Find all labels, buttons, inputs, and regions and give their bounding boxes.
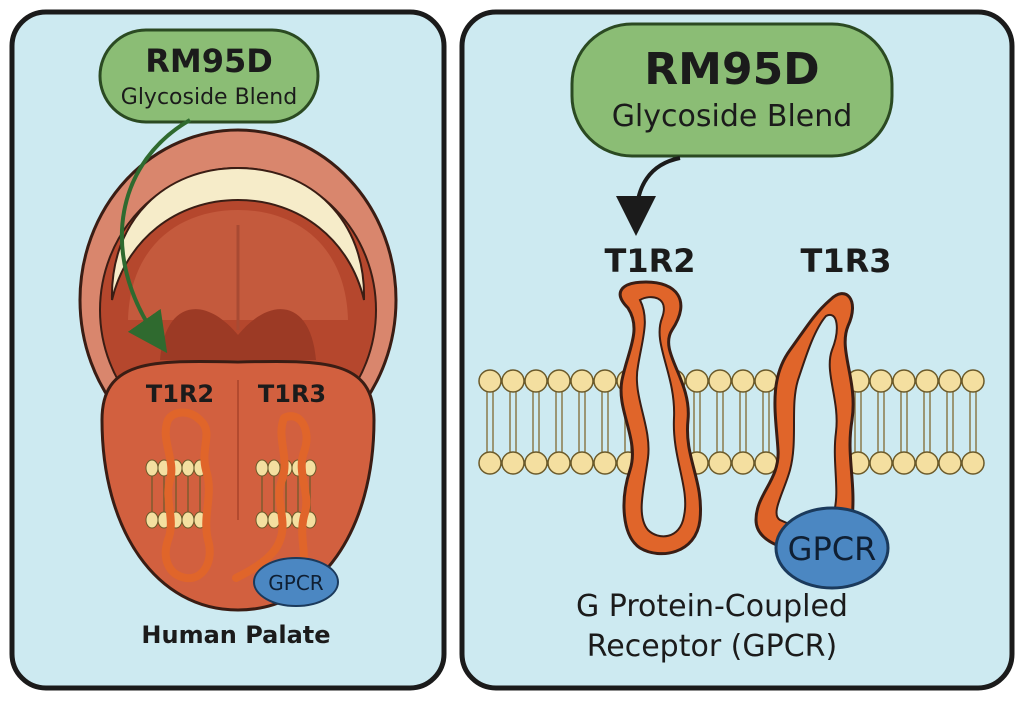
- left-t1r3-label: T1R3: [258, 380, 326, 408]
- lipid-head: [181, 459, 195, 477]
- right-caption-line1: G Protein-Coupled: [576, 589, 848, 624]
- lipid-head: [938, 369, 962, 393]
- right-t1r2-label: T1R2: [605, 242, 696, 280]
- right-caption-line2: Receptor (GPCR): [587, 629, 837, 664]
- lipid-head: [524, 369, 548, 393]
- throat-arch: [160, 309, 316, 360]
- left-label-box: [98, 28, 320, 124]
- lipid-head: [501, 451, 525, 475]
- lipid-head: [547, 369, 571, 393]
- lipid-head: [915, 451, 939, 475]
- right-gpcr: [774, 506, 890, 590]
- right-label-box: [570, 22, 894, 158]
- right-panel: GPCR T1R2 T1R3 RM95D Glycoside Blend G P…: [459, 9, 1015, 691]
- lipid-head: [869, 451, 893, 475]
- left-membranes: [145, 459, 317, 529]
- right-box-title: RM95D: [644, 44, 819, 95]
- lipid-head: [961, 369, 985, 393]
- right-arrow: [616, 156, 681, 236]
- lipid-head: [570, 451, 594, 475]
- lipid-head: [478, 369, 502, 393]
- left-gpcr: [253, 557, 339, 607]
- left-caption: Human Palate: [141, 621, 330, 649]
- left-gpcr-label: GPCR: [268, 571, 324, 595]
- left-arrow: [119, 118, 191, 354]
- lipid-head: [255, 459, 269, 477]
- lipid-head: [731, 369, 755, 393]
- lipid-head: [501, 369, 525, 393]
- lipid-head: [478, 451, 502, 475]
- right-t1r2-inner: [635, 296, 687, 538]
- lipid-head: [938, 451, 962, 475]
- lipid-head: [181, 511, 195, 529]
- lipid-head: [547, 451, 571, 475]
- lipid-head: [961, 451, 985, 475]
- left-t1r2-label: T1R2: [146, 380, 214, 408]
- left-box-subtitle: Glycoside Blend: [121, 85, 297, 110]
- lipid-head: [869, 369, 893, 393]
- lipid-head: [593, 369, 617, 393]
- lipid-head: [570, 369, 594, 393]
- lipid-head: [255, 511, 269, 529]
- left-panel: GPCR T1R2 T1R3 RM95D Glycoside Blend Hum…: [9, 9, 447, 691]
- lipid-head: [754, 369, 778, 393]
- left-box-title: RM95D: [145, 42, 273, 80]
- lipid-head: [145, 459, 159, 477]
- lipid-head: [708, 369, 732, 393]
- right-gpcr-label: GPCR: [788, 530, 877, 568]
- lipid-head: [593, 451, 617, 475]
- lipid-head: [915, 369, 939, 393]
- lipid-head: [708, 451, 732, 475]
- lipid-head: [685, 369, 709, 393]
- left-t1r2-receptor: [161, 408, 214, 583]
- lipid-head: [892, 369, 916, 393]
- right-panel-frame: [459, 9, 1015, 691]
- lipid-head: [267, 459, 281, 477]
- left-t1r3-receptor: [232, 412, 311, 584]
- lipid-head: [892, 451, 916, 475]
- right-t1r3-label: T1R3: [801, 242, 892, 280]
- lipid-head: [731, 451, 755, 475]
- right-box-subtitle: Glycoside Blend: [612, 99, 853, 134]
- upper-teeth: [110, 166, 366, 301]
- lipid-head: [145, 511, 159, 529]
- lipid-head: [524, 451, 548, 475]
